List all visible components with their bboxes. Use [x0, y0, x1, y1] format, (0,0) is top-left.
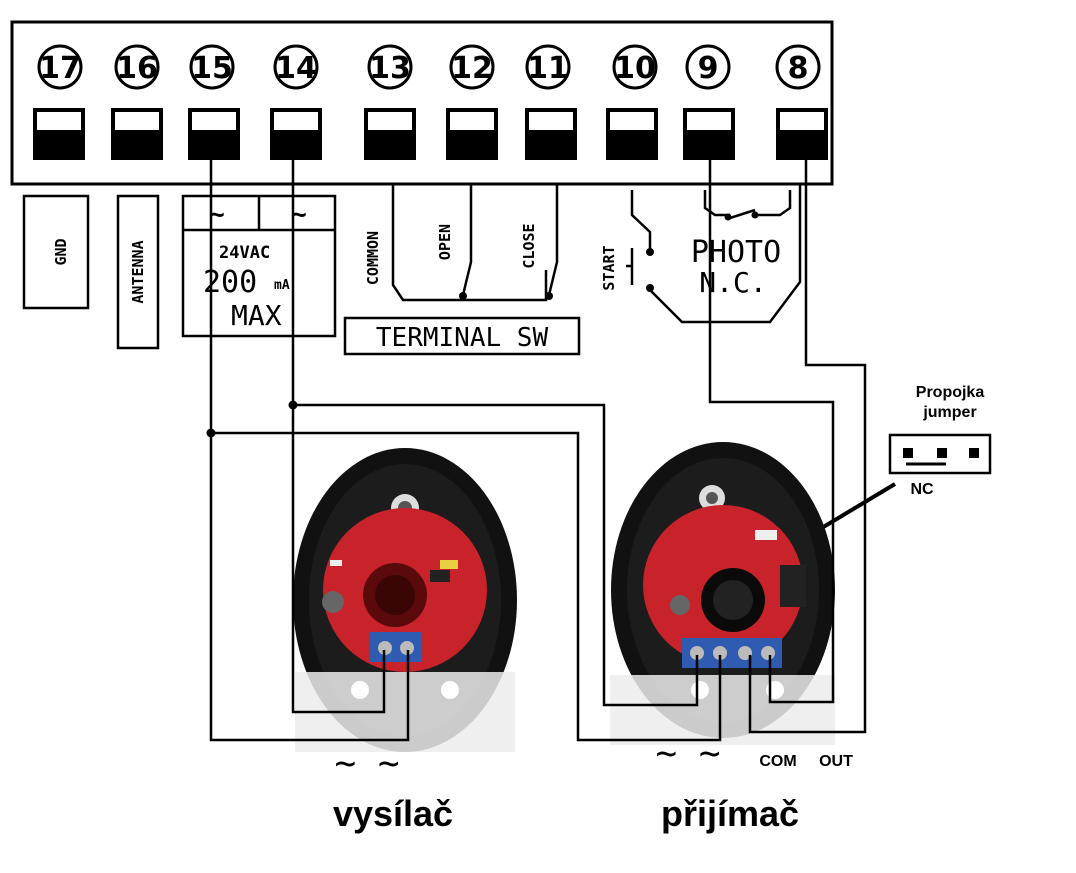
current-unit-label: mA — [274, 278, 290, 293]
gnd-box — [22, 194, 90, 310]
terminal-14: 14 — [270, 44, 322, 160]
terminal-number: 12 — [451, 51, 493, 86]
ac-symbol-right: ~ — [291, 200, 307, 230]
terminal-number: 9 — [698, 51, 719, 86]
terminal-8: 8 — [775, 44, 828, 160]
tx-ac-label: ~ ~ — [334, 743, 399, 784]
antenna-label: ANTENNA — [129, 240, 147, 303]
terminal-number: 13 — [369, 51, 411, 86]
terminal-sw-label: TERMINAL SW — [376, 323, 549, 353]
terminal-15: 15 — [188, 44, 240, 160]
transmitter-screw-block — [370, 632, 422, 662]
jumper-nc-label: NC — [910, 481, 934, 498]
voltage-label: 24VAC — [219, 243, 270, 263]
common-label: COMMON — [364, 231, 382, 285]
gnd-label: GND — [52, 238, 70, 265]
out-label: OUT — [819, 753, 853, 770]
terminal-sw-box — [343, 316, 581, 356]
terminal-11: 11 — [525, 44, 577, 160]
max-label: MAX — [231, 299, 282, 332]
open-label: OPEN — [436, 224, 454, 260]
start-label: START — [600, 245, 618, 290]
receiver-label: přijímač — [661, 793, 799, 834]
jumper-label-line2: jumper — [922, 404, 976, 421]
terminal-number-circle — [37, 44, 83, 90]
close-label: CLOSE — [520, 223, 538, 268]
terminal-number-circle — [189, 44, 235, 90]
terminal-number-circle — [525, 44, 571, 90]
terminal-number-circle — [273, 44, 319, 90]
terminal-16: 16 — [111, 44, 163, 160]
terminal-number-circle — [685, 44, 731, 90]
start-wiring — [626, 185, 802, 324]
rx-ac-label: ~ ~ — [655, 733, 720, 774]
com-label: COM — [759, 753, 796, 770]
antenna-box — [116, 194, 160, 350]
receiver-device — [610, 442, 835, 745]
terminal-sw-wiring — [391, 185, 559, 302]
terminal-number: 8 — [788, 51, 809, 86]
terminal-10: 10 — [606, 44, 658, 160]
terminal-12: 12 — [446, 44, 498, 160]
terminal-number-circle — [775, 44, 821, 90]
photo-label: PHOTO — [691, 235, 781, 270]
terminal-number: 10 — [614, 51, 656, 86]
terminal-17: 17 — [33, 44, 85, 160]
photo-wiring — [703, 190, 792, 220]
jumper-label-line1: Propojka — [916, 384, 985, 401]
transmitter-label: vysílač — [333, 793, 453, 834]
terminal-9: 9 — [683, 44, 735, 160]
terminal-number: 11 — [527, 51, 569, 86]
ac-symbol-left: ~ — [209, 200, 225, 230]
main-wiring — [209, 160, 867, 742]
terminal-number-circle — [449, 44, 495, 90]
terminal-number-circle — [612, 44, 658, 90]
terminal-group: 17 16 15 14 13 12 11 10 9 8 — [33, 44, 828, 160]
terminal-number-circle — [367, 44, 413, 90]
terminal-number: 17 — [39, 51, 81, 86]
terminal-number-circle — [114, 44, 160, 90]
terminal-number: 16 — [116, 51, 158, 86]
terminal-number: 14 — [275, 51, 317, 86]
terminal-13: 13 — [364, 44, 416, 160]
terminal-number: 15 — [191, 51, 233, 86]
transmitter-device — [293, 448, 517, 752]
